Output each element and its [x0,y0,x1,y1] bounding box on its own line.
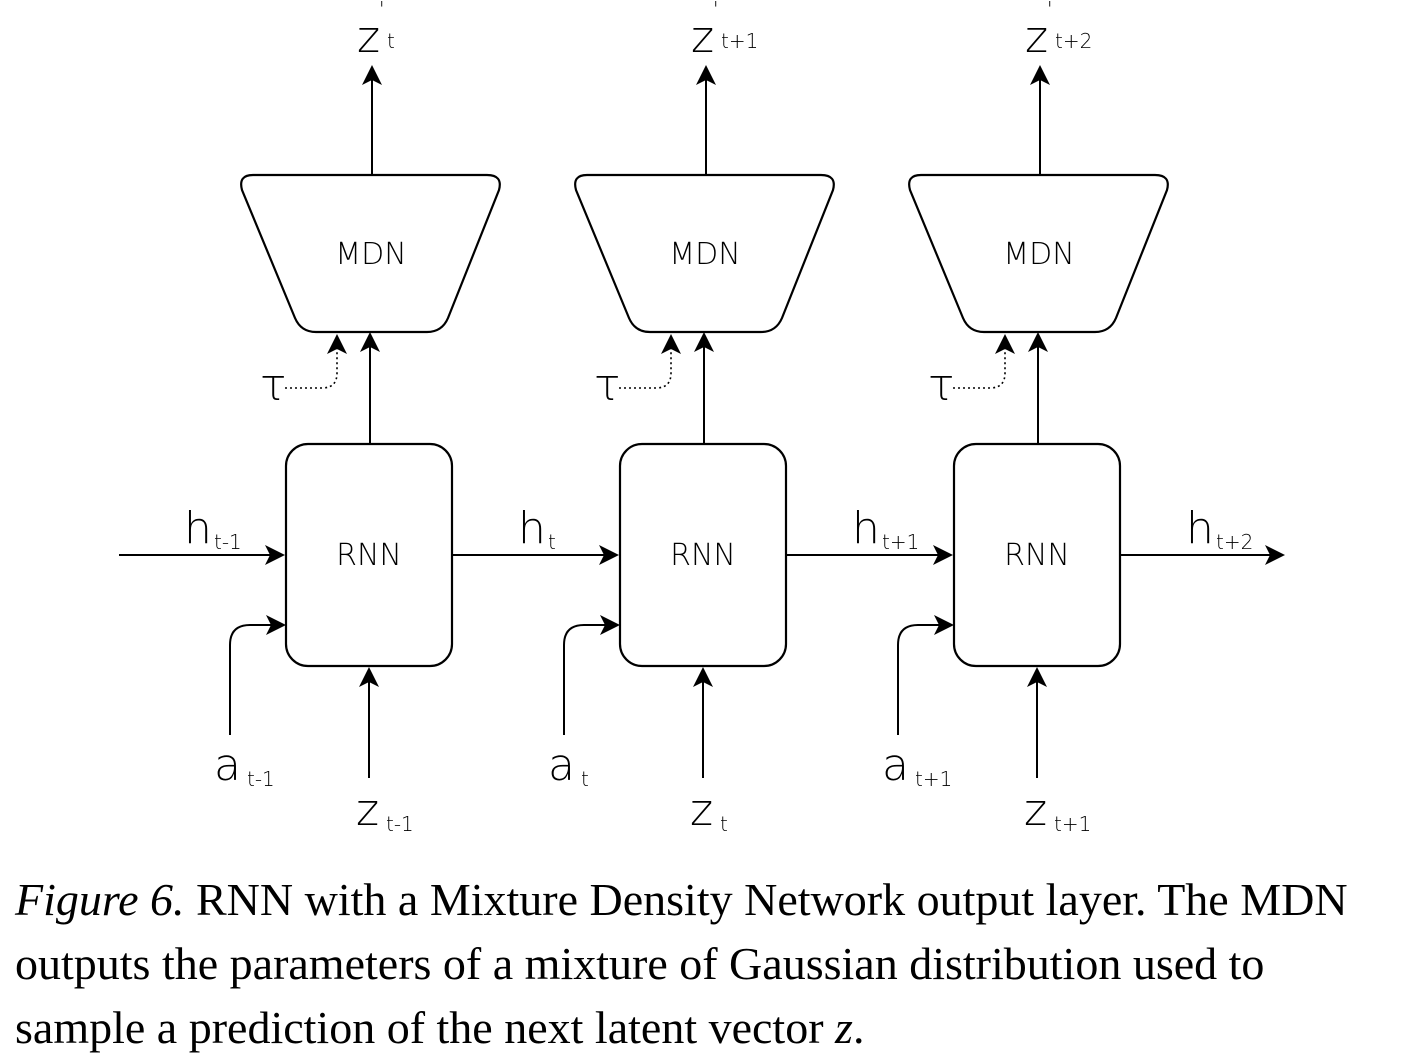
mdn-output-label-sub: t+1 [721,29,758,53]
action-input-arrow [229,615,286,735]
caption-text: RNN with a Mixture Density Network outpu… [15,874,1348,1053]
hidden-state-label-sub: t+1 [882,530,919,554]
hidden-state-label-sub: t [548,530,556,554]
mdn-label: MDN [1003,237,1074,272]
latent-label: z t-1 [356,785,414,836]
latent-label-base: z [690,785,713,836]
hidden-state-label-sub: t+2 [1216,530,1253,554]
tau-dotted-arrow [953,334,1015,389]
action-input-arrow [897,615,954,735]
action-label-base: a [882,740,909,791]
hidden-state-label-sub: t-1 [214,530,242,554]
mdn-box [574,173,835,334]
mdn-output-label: z t+2' [1025,0,1092,63]
mdn-output-label: z t+1' [691,0,758,63]
caption-end: . [852,1002,865,1053]
caption-variable: z [835,1002,853,1053]
mdn-output-label-base: z [357,12,380,63]
latent-label-base: z [1024,785,1047,836]
latent-label-sub: t-1 [386,812,414,836]
latent-label-sub: t [720,812,728,836]
tau-symbol: τ [928,360,955,411]
action-label-base: a [548,740,575,791]
latent-label-base: z [356,785,379,836]
mdn-output-label-prime: ' [713,0,719,21]
tau-dotted-arrow [285,334,347,389]
mdn-box [240,173,501,334]
latent-label: z t+1 [1024,785,1091,836]
action-label-sub: t-1 [247,767,275,791]
action-label-base: a [214,740,241,791]
tau-dotted-arrow [619,334,681,389]
mdn-output-label-prime: ' [379,0,385,21]
hidden-state-label-base: h [184,503,212,554]
hidden-state-label-base: h [1186,503,1214,554]
tau-symbol: τ [594,360,621,411]
latent-label-sub: t+1 [1054,812,1091,836]
mdn-output-label-sub: t [387,29,395,53]
mdn-output-label-base: z [1025,12,1048,63]
hidden-state-label-base: h [518,503,546,554]
action-label-sub: t [581,767,589,791]
rnn-label: RNN [670,538,736,573]
caption-figure-label: Figure 6. [15,874,185,925]
mdn-output-label-prime: ' [1047,0,1053,21]
rnn-label: RNN [1004,538,1070,573]
action-label-sub: t+1 [915,767,952,791]
action-input-arrow [563,615,620,735]
mdn-output-label-base: z [691,12,714,63]
mdn-box [908,173,1169,334]
mdn-label: MDN [335,237,406,272]
figure-caption: Figure 6. RNN with a Mixture Density Net… [15,868,1395,1060]
rnn-label: RNN [336,538,402,573]
tau-symbol: τ [260,360,287,411]
hidden-state-label-base: h [852,503,880,554]
mdn-label: MDN [669,237,740,272]
mdn-output-label-sub: t+2 [1055,29,1092,53]
